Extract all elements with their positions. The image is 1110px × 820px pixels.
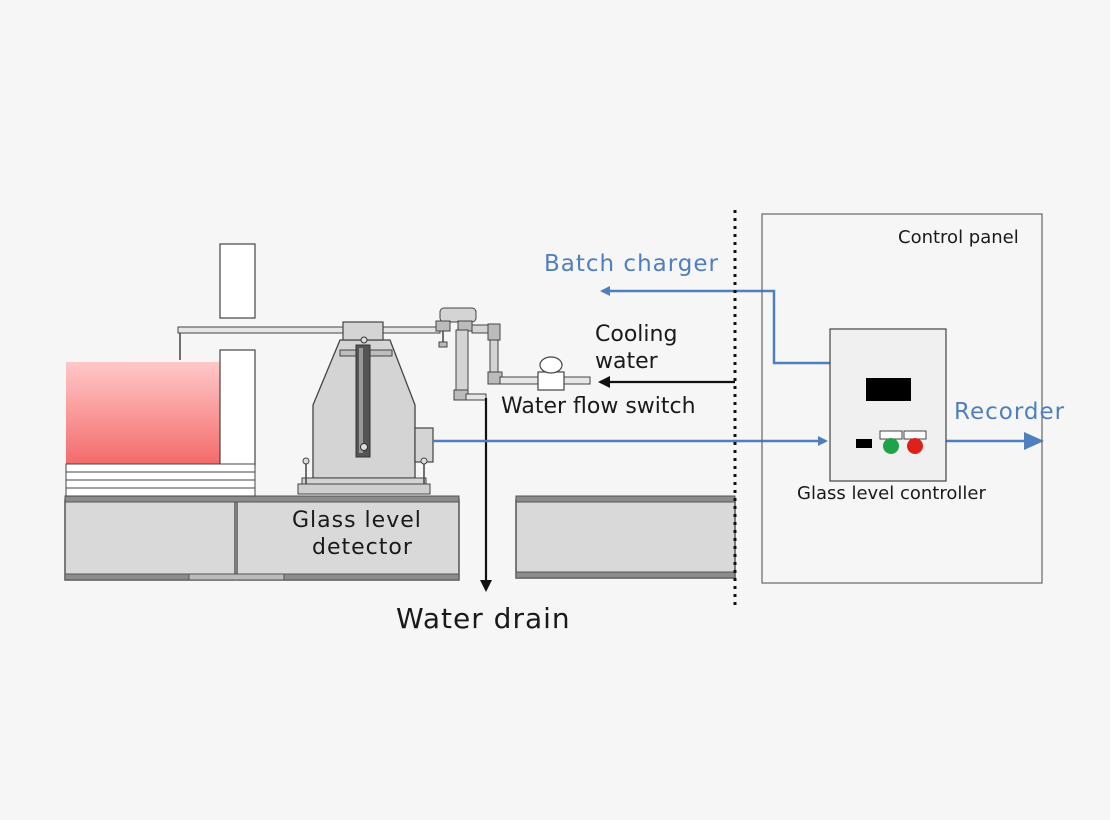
furnace-base: [64, 495, 736, 581]
recorder-label: Recorder: [954, 399, 1066, 425]
control-panel-frame: [761, 213, 1043, 584]
black-lamp-icon: [856, 439, 872, 448]
probe-counterweight: [219, 243, 256, 319]
batch-charger-arrow: [600, 286, 830, 365]
glass-melt: [66, 362, 222, 465]
green-lamp-icon: [883, 438, 899, 454]
glass-level-detector-label-line2: detector: [312, 535, 413, 560]
cooling-water-label-line1: Cooling: [595, 322, 678, 347]
cooling-water-label-line2: water: [595, 349, 658, 374]
glass-level-controller-unit: [829, 328, 947, 482]
glass-level-controller-label: Glass level controller: [797, 483, 986, 504]
glass-melt-area: [65, 349, 256, 497]
cooling-water-piping: [435, 307, 591, 401]
batch-charger-label: Batch charger: [544, 251, 719, 277]
glass-level-detector-label-line1: Glass level: [292, 508, 422, 533]
water-flow-switch-device: [537, 356, 565, 391]
water-drain-label: Water drain: [396, 602, 571, 635]
controller-display: [866, 378, 911, 401]
red-lamp-icon: [907, 438, 923, 454]
probe-assembly: [177, 243, 441, 360]
water-flow-switch-label: Water flow switch: [501, 394, 696, 419]
glass-level-detector-unit: [297, 321, 434, 495]
control-panel-label: Control panel: [898, 227, 1019, 248]
furnace-wall-block: [219, 349, 256, 466]
